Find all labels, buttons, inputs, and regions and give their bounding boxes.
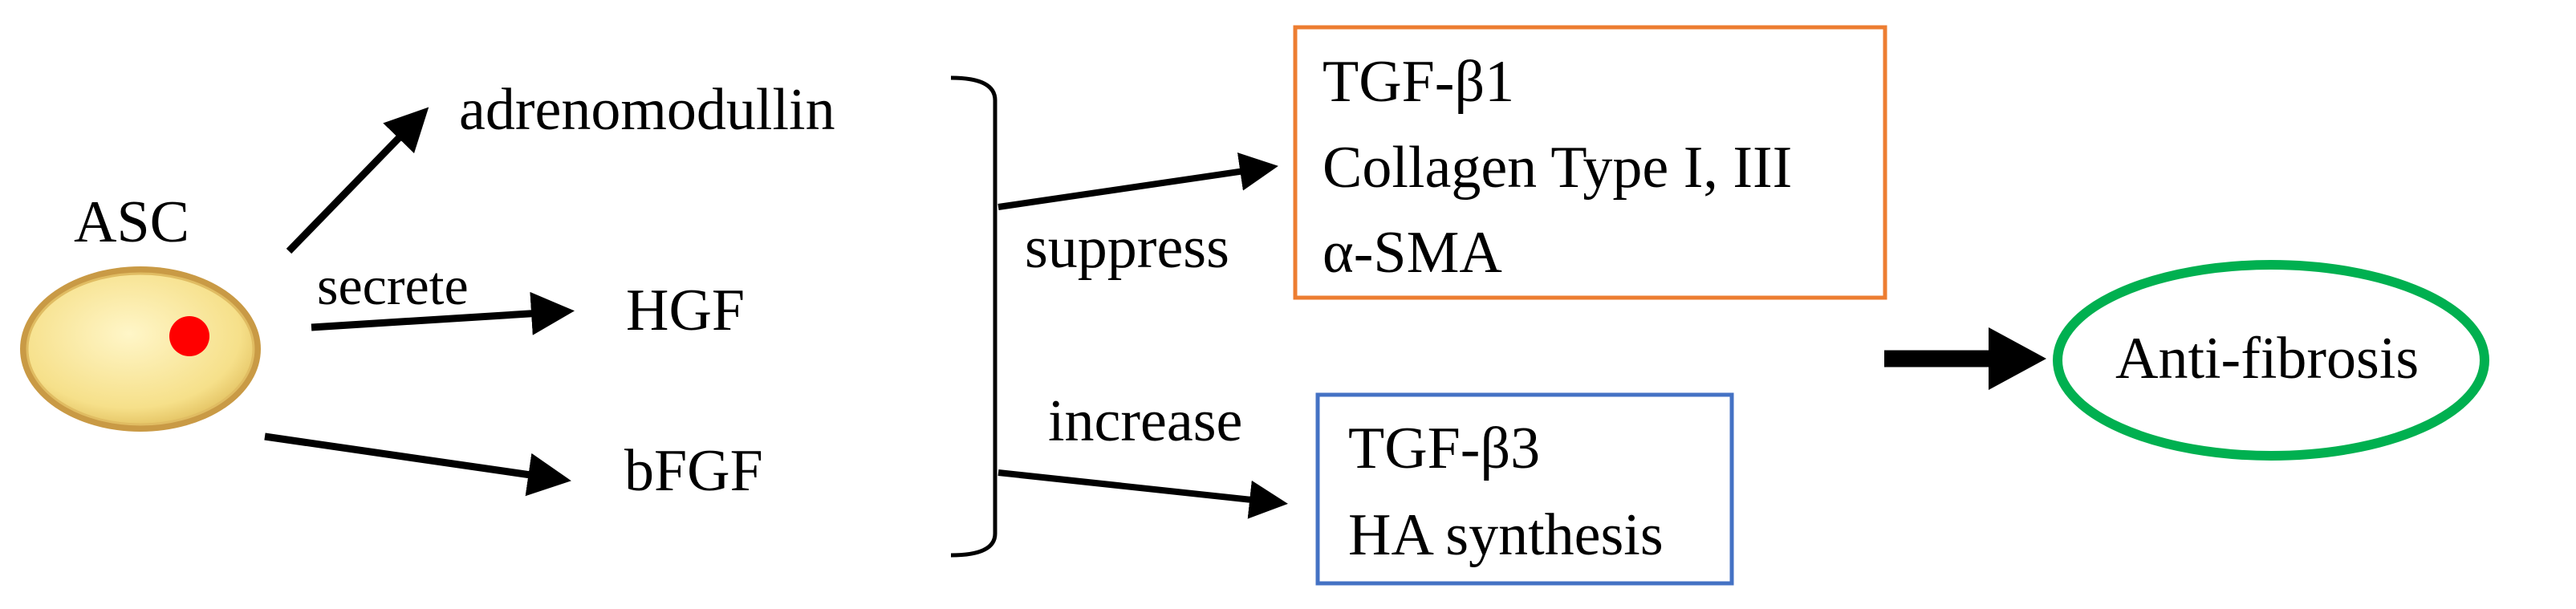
bfgf-label: bFGF <box>624 438 763 504</box>
outcome-label: Anti-fibrosis <box>2115 326 2420 392</box>
arrow-increase <box>997 469 1288 519</box>
secrete-label: secrete <box>317 255 469 316</box>
increase-box <box>1315 392 1734 586</box>
adrenomodullin-label: adrenomodullin <box>459 77 835 143</box>
arrow-to-outcome-head <box>1989 327 2046 390</box>
outcome-ellipse <box>2053 260 2489 461</box>
increase-item-tgf-b3: TGF-β3 <box>1348 416 1541 481</box>
increase-label: increase <box>1048 388 1243 454</box>
suppress-label: suppress <box>1025 215 1229 281</box>
suppress-item-a-sma: α-SMA <box>1323 220 1502 286</box>
asc-label: ASC <box>74 189 189 255</box>
hgf-label: HGF <box>626 278 746 343</box>
suppress-item-tgf-b1: TGF-β1 <box>1323 49 1515 115</box>
suppress-item-collagen: Collagen Type I, III <box>1323 135 1793 201</box>
arrow-to-hgf <box>311 291 575 335</box>
increase-item-ha-synthesis: HA synthesis <box>1348 502 1664 568</box>
asc-cell-icon <box>20 266 261 432</box>
grouping-bracket <box>950 75 997 558</box>
arrow-suppress <box>997 152 1278 210</box>
arrow-to-adrenomodullin <box>286 107 429 254</box>
suppress-box <box>1293 25 1887 300</box>
nucleus-icon <box>169 316 209 356</box>
arrow-to-bfgf <box>264 432 571 497</box>
